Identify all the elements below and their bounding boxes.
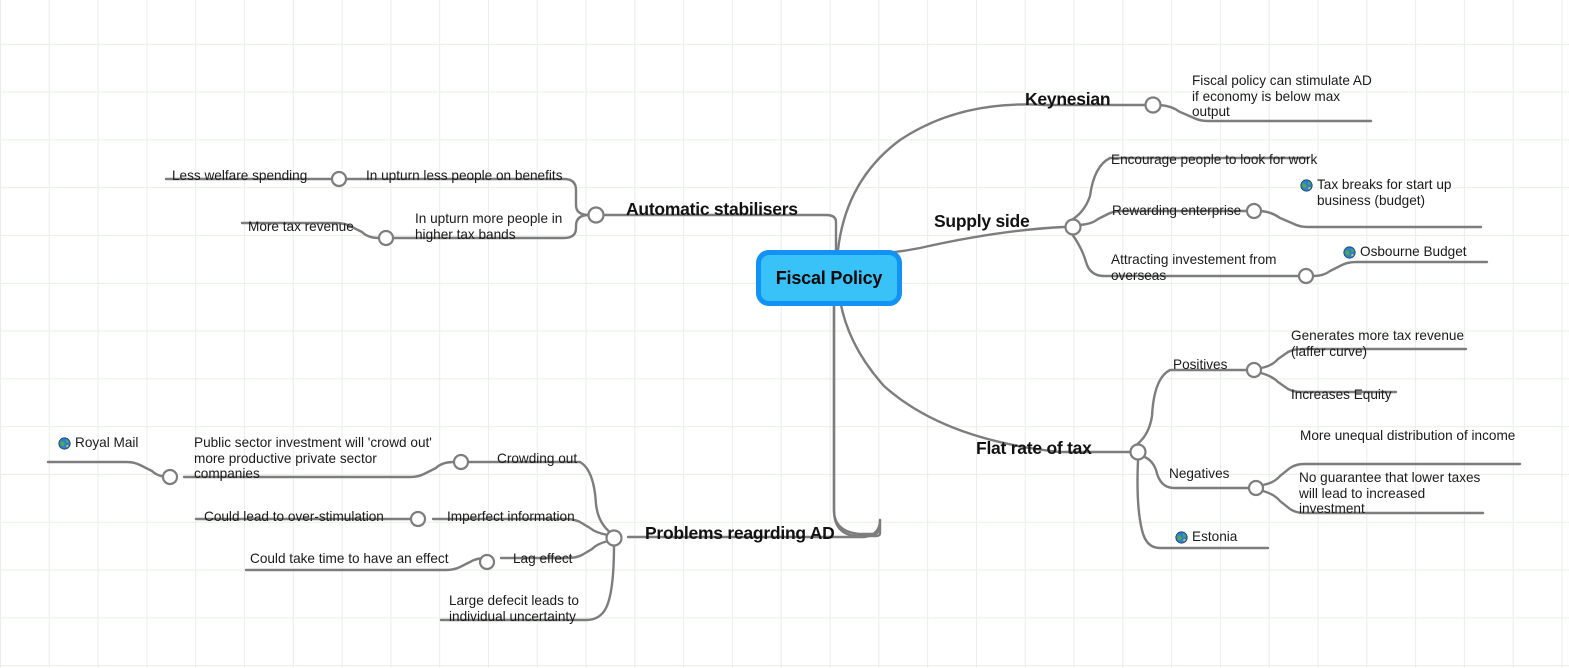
node-text: Less welfare spending bbox=[172, 167, 308, 183]
branch-label-flat-rate-of-tax[interactable]: Flat rate of tax bbox=[976, 418, 1092, 459]
node-text: Increases Equity bbox=[1291, 386, 1392, 402]
node-text: Estonia bbox=[1192, 529, 1238, 544]
node-text: In upturn more people in higher tax band… bbox=[415, 210, 563, 242]
node-text: Public sector investment will 'crowd out… bbox=[194, 434, 432, 482]
node-lag-effect[interactable]: Lag effect bbox=[513, 535, 572, 567]
branch-label-problems-regarding-ad[interactable]: Problems reagrding AD bbox=[645, 503, 835, 544]
branch-label-supply-side[interactable]: Supply side bbox=[934, 191, 1030, 232]
connector-node bbox=[605, 529, 623, 547]
connector-node bbox=[452, 453, 470, 471]
node-negatives[interactable]: Negatives bbox=[1169, 450, 1229, 482]
node-text: Positives bbox=[1173, 356, 1228, 372]
node-large-deficit-individual-uncertainty[interactable]: Large defecit leads to individual uncert… bbox=[449, 577, 579, 624]
node-text: Generates more tax revenue (laffer curve… bbox=[1291, 327, 1465, 359]
node-text: Negatives bbox=[1169, 465, 1230, 481]
branch-text: Keynesian bbox=[1025, 89, 1111, 110]
connector-node bbox=[478, 553, 496, 571]
node-text: Imperfect information bbox=[447, 508, 575, 524]
node-public-sector-crowd-out-detail[interactable]: Public sector investment will 'crowd out… bbox=[194, 419, 432, 482]
connector-node bbox=[409, 510, 427, 528]
node-fiscal-policy-stimulate-ad[interactable]: Fiscal policy can stimulate AD if econom… bbox=[1192, 57, 1372, 120]
node-increases-equity[interactable]: Increases Equity bbox=[1291, 371, 1392, 403]
node-text: Crowding out bbox=[497, 450, 578, 466]
node-generates-more-tax-revenue-laffer[interactable]: Generates more tax revenue (laffer curve… bbox=[1291, 312, 1464, 359]
globe-icon bbox=[58, 437, 71, 450]
globe-icon bbox=[1343, 246, 1356, 259]
node-text: In upturn less people on benefits bbox=[366, 167, 563, 183]
connector-node bbox=[1064, 218, 1082, 236]
node-more-tax-revenue[interactable]: More tax revenue bbox=[248, 203, 354, 235]
node-encourage-people-look-for-work[interactable]: Encourage people to look for work bbox=[1111, 136, 1317, 168]
root-node-fiscal-policy[interactable]: Fiscal Policy bbox=[756, 250, 902, 306]
node-estonia[interactable]: Estonia bbox=[1175, 529, 1237, 545]
node-text: More tax revenue bbox=[248, 218, 354, 234]
node-could-lead-over-stimulation[interactable]: Could lead to over-stimulation bbox=[204, 493, 384, 525]
connector-node bbox=[1297, 267, 1315, 285]
connector-node bbox=[330, 170, 348, 188]
root-node-label: Fiscal Policy bbox=[775, 267, 883, 288]
connector-node bbox=[1245, 361, 1263, 379]
node-text: Royal Mail bbox=[75, 435, 139, 450]
branch-text: Automatic stabilisers bbox=[626, 199, 798, 220]
node-text: No guarantee that lower taxes will lead … bbox=[1299, 469, 1481, 517]
node-attracting-investment-overseas[interactable]: Attracting investement from overseas bbox=[1111, 236, 1276, 283]
node-text: Rewarding enterprise bbox=[1112, 202, 1242, 218]
branch-label-automatic-stabilisers[interactable]: Automatic stabilisers bbox=[626, 179, 798, 220]
connector-node bbox=[1247, 479, 1265, 497]
node-less-welfare-spending[interactable]: Less welfare spending bbox=[172, 152, 307, 184]
node-text: Could take time to have an effect bbox=[250, 550, 449, 566]
node-text: Fiscal policy can stimulate AD if econom… bbox=[1192, 72, 1372, 120]
node-rewarding-enterprise[interactable]: Rewarding enterprise bbox=[1112, 187, 1241, 219]
node-positives[interactable]: Positives bbox=[1173, 341, 1227, 373]
node-text: Lag effect bbox=[513, 550, 573, 566]
node-tax-breaks-start-up-business[interactable]: Tax breaks for start up business (budget… bbox=[1300, 177, 1460, 209]
node-text: Encourage people to look for work bbox=[1111, 151, 1318, 167]
node-in-upturn-more-people-higher-tax-bands[interactable]: In upturn more people in higher tax band… bbox=[415, 195, 562, 242]
node-text: Osbourne Budget bbox=[1360, 244, 1467, 259]
connector-node bbox=[587, 206, 605, 224]
node-in-upturn-less-people-on-benefits[interactable]: In upturn less people on benefits bbox=[366, 152, 563, 184]
connector-node bbox=[1129, 443, 1147, 461]
branch-text: Flat rate of tax bbox=[976, 438, 1092, 459]
connector-node bbox=[1245, 202, 1263, 220]
node-crowding-out[interactable]: Crowding out bbox=[497, 435, 577, 467]
connector-node bbox=[1144, 96, 1162, 114]
node-could-take-time-effect[interactable]: Could take time to have an effect bbox=[250, 535, 449, 567]
node-text: Large defecit leads to individual uncert… bbox=[449, 592, 579, 624]
globe-icon bbox=[1175, 531, 1188, 544]
globe-icon bbox=[1300, 179, 1313, 192]
node-more-unequal-distribution-income[interactable]: More unequal distribution of income bbox=[1300, 412, 1515, 444]
node-text: Attracting investement from overseas bbox=[1111, 251, 1277, 283]
connector-node bbox=[377, 229, 395, 247]
node-osbourne-budget[interactable]: Osbourne Budget bbox=[1343, 244, 1467, 260]
branch-label-keynesian[interactable]: Keynesian bbox=[1025, 69, 1111, 110]
connector-node bbox=[161, 468, 179, 486]
branch-text: Problems reagrding AD bbox=[645, 523, 835, 544]
node-no-guarantee-lower-taxes[interactable]: No guarantee that lower taxes will lead … bbox=[1299, 454, 1480, 517]
node-text: Tax breaks for start up business (budget… bbox=[1317, 177, 1452, 208]
node-royal-mail[interactable]: Royal Mail bbox=[58, 435, 138, 451]
branch-text: Supply side bbox=[934, 211, 1030, 232]
node-imperfect-information[interactable]: Imperfect information bbox=[447, 493, 575, 525]
node-text: More unequal distribution of income bbox=[1300, 427, 1516, 443]
node-text: Could lead to over-stimulation bbox=[204, 508, 384, 524]
